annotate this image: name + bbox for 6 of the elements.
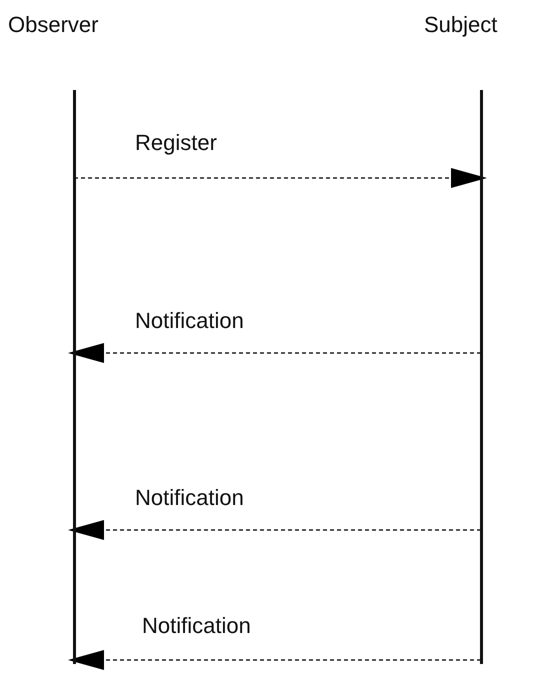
arrow (68, 520, 481, 540)
arrow (74, 168, 487, 188)
arrow (68, 343, 481, 363)
participant-label: Observer (8, 12, 98, 38)
arrow (68, 650, 481, 670)
participant-label: Subject (424, 12, 498, 38)
